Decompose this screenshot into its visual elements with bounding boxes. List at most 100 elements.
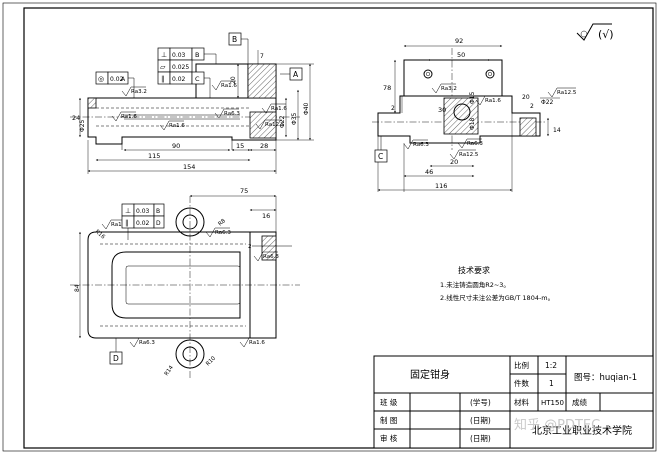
scale-value: 1:2: [545, 361, 557, 370]
dim-78: 78: [383, 84, 391, 92]
drawing-number: 图号：huqian-1: [574, 373, 637, 383]
rough-ra1-6-b: Ra1.6: [249, 340, 265, 346]
side-view: 92 50 78 2 116 46 20 Φ15 Φ18 Φ22 20 2 14…: [372, 37, 577, 192]
dim-phi15: Φ15: [469, 91, 476, 104]
technical-requirements: 技术要求 1.未注铸造圆角R2~3。 2.线性尺寸未注公差为GB/T 1804-…: [440, 265, 554, 302]
gtol-datum: B: [156, 208, 160, 215]
datum-d-label: D: [113, 354, 119, 363]
dim-24: 24: [72, 114, 80, 122]
rough-ra12-5-b: Ra12.5: [557, 90, 577, 96]
rough-ra6-3-b: Ra6.3: [139, 340, 155, 346]
dim-30: 30: [438, 106, 446, 114]
roughness-note-text: (√): [598, 28, 614, 41]
rough-ra6-3: Ra6.3: [224, 111, 240, 117]
gtol-datum: D: [156, 220, 161, 227]
rough-ra6-3-c: Ra6.3: [215, 230, 231, 236]
dim-phi35: Φ35: [291, 112, 298, 125]
rough-ra1-6-a: Ra1.6: [121, 114, 137, 120]
rough-ra1-6-d: Ra1.6: [271, 106, 287, 112]
dim-r10: R10: [205, 355, 217, 367]
rough-ra12-5-a: Ra12.5: [459, 152, 479, 158]
gtol-symbol: ⊥: [161, 51, 167, 59]
review-date-label: (日期): [470, 434, 491, 443]
dim-14: 14: [553, 127, 561, 134]
dim-75: 75: [240, 187, 248, 195]
gtol-frame-3: ∥ 0.02 C: [157, 71, 205, 85]
dim-phi18: Φ18: [469, 117, 476, 130]
datum-b-label: B: [232, 35, 237, 44]
dim-115: 115: [148, 152, 160, 160]
dim-20: 20: [450, 158, 458, 166]
dim-2: 2: [248, 244, 252, 250]
gtol-frame-4: ◎ 0.02 A: [95, 71, 129, 85]
rough-ra6-3-a: Ra6.3: [413, 142, 429, 148]
datum-c-label: C: [378, 152, 383, 161]
roughness-general-note: (√): [576, 23, 614, 41]
gtol-datum: C: [195, 75, 200, 83]
draw-label: 制 图: [380, 415, 397, 425]
dim-46: 46: [425, 168, 433, 176]
gtol-value: 0.02: [172, 76, 186, 83]
draw-date-label: (日期): [470, 416, 491, 425]
material-label: 材料: [514, 397, 529, 407]
material-value: HT150: [541, 399, 564, 407]
rough-ra3-2: Ra3.2: [131, 89, 147, 95]
front-hatch-jaw: [247, 63, 277, 99]
gtol-symbol: ◎: [98, 75, 104, 83]
dim-7: 7: [260, 53, 264, 60]
dim-2: 2: [391, 105, 395, 112]
dim-2b: 2: [530, 103, 534, 110]
dim-90: 90: [172, 142, 180, 150]
side-body-outline: [377, 59, 541, 144]
grade-label: 成绩: [572, 397, 587, 407]
review-label: 审 核: [380, 433, 398, 443]
front-roughness: Ra3.2 Ra1.6 Ra1.6 Ra1.6 Ra6.3 Ra12.5 Ra1…: [111, 80, 287, 131]
datum-b: B: [228, 32, 249, 64]
dim-20: 20: [230, 76, 237, 84]
school-name: 北京工业职业技术学院: [532, 424, 632, 437]
rough-ra12-5: Ra12.5: [265, 122, 285, 128]
dim-28: 28: [260, 142, 268, 150]
front-gtol-frames: ⊥ 0.03 B ⏥ 0.025 ∥ 0.02 C ◎ 0.02 A: [95, 47, 217, 98]
inner-frame: [23, 7, 654, 449]
gtol-value: 0.02: [136, 220, 150, 227]
datum-a-label: A: [293, 70, 299, 79]
dim-phi22: Φ22: [541, 99, 554, 106]
tech-req-title: 技术要求: [458, 265, 490, 275]
dim-r14: R14: [164, 364, 175, 377]
gtol-datum: A: [121, 76, 126, 83]
top-view: 75 16 84 R16 R8 R14 R10 2 Ra1.6 Ra6.3 Ra…: [70, 187, 300, 380]
rough-ra3-2: Ra3.2: [441, 86, 457, 92]
dim-84: 84: [74, 284, 81, 292]
rough-ra6-3-a: Ra6.3: [263, 254, 279, 260]
gtol-frame-2: ⏥ 0.025: [157, 59, 193, 73]
qty-label: 件数: [514, 378, 529, 388]
gtol-symbol: ∥: [161, 75, 165, 83]
rough-ra1-6-a: Ra1.6: [111, 222, 127, 228]
top-ear-lower: [175, 339, 205, 369]
top-gtol-frames: ⊥ 0.03 B ∥ 0.02 D: [121, 203, 165, 240]
top-body-outline: [87, 231, 251, 339]
student-id-label: (学号): [470, 397, 491, 407]
side-roughness: Ra6.3 Ra12.5 Ra6.3 Ra12.5 Ra1.6 Ra3.2: [403, 83, 577, 160]
dim-116: 116: [435, 182, 447, 190]
part-name: 固定钳身: [410, 368, 450, 381]
top-ear-upper: [175, 207, 205, 237]
dim-phi40: Φ40: [303, 102, 310, 115]
rough-ra6-3-b: Ra6.3: [467, 141, 483, 147]
rough-ra1-6: Ra1.6: [485, 98, 501, 104]
dim-154: 154: [183, 163, 195, 171]
dim-phi22: Φ22: [279, 115, 286, 128]
front-view: 90 15 28 115 154 24 Φ25 20 7 Φ22 Φ35 Φ40…: [70, 32, 314, 174]
dim-15: 15: [236, 142, 244, 150]
dim-50: 50: [457, 51, 465, 59]
datum-c: C: [374, 136, 388, 163]
gtol-symbol: ⊥: [125, 207, 131, 215]
qty-value: 1: [549, 379, 554, 388]
gtol-value: 0.03: [136, 208, 150, 215]
scale-label: 比例: [514, 360, 529, 370]
gtol-datum: B: [195, 51, 199, 59]
tech-req-item-2: 2.线性尺寸未注公差为GB/T 1804-m。: [440, 293, 554, 302]
